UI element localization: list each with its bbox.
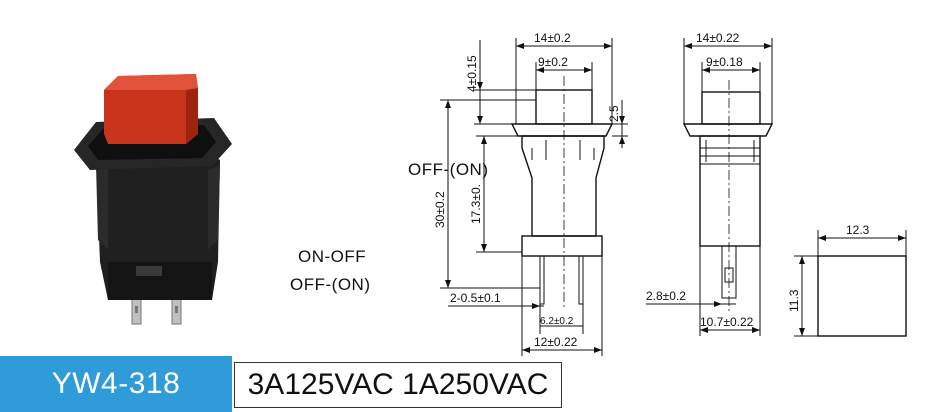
front-view-drawing: OFF-(ON) — [408, 76, 614, 310]
side-view-drawing — [682, 80, 774, 312]
switch-photo — [74, 74, 232, 325]
model-number: YW4-318 — [51, 367, 181, 400]
dim-front-base-width: 12±0.22 — [534, 335, 578, 349]
dim-front-overall-height: 30±0.2 — [433, 191, 447, 228]
mode-label-off-on: OFF-(ON) — [290, 275, 370, 294]
panel-cutout-drawing: 12.3 11.3 — [787, 223, 907, 337]
dim-cutout-height: 11.3 — [787, 289, 801, 312]
dim-side-top-width: 14±0.22 — [696, 31, 740, 45]
side-dimensions: 14±0.22 9±0.18 2.8±0.2 10.7±0.22 — [646, 31, 773, 336]
dim-side-base-width: 10.7±0.22 — [700, 315, 754, 329]
dim-front-body-height: 17.3±0. — [469, 184, 483, 224]
dim-side-terminal: 2.8±0.2 — [646, 289, 686, 303]
rating-box: 3A125VAC 1A250VAC — [234, 362, 562, 408]
dim-front-terminal: 2-0.5±0.1 — [450, 291, 501, 305]
model-banner: YW4-318 — [0, 356, 232, 412]
dim-front-button-width: 9±0.2 — [538, 55, 568, 69]
dim-cutout-width: 12.3 — [846, 223, 870, 237]
dim-side-button-width: 9±0.18 — [706, 55, 743, 69]
dim-front-pitch: 6.2±0.2 — [540, 316, 574, 327]
dim-front-flange-height: 2.5 — [607, 105, 621, 122]
dim-front-top-width: 14±0.2 — [534, 31, 571, 45]
mode-label-on-off: ON-OFF — [298, 247, 366, 266]
rating-text: 3A125VAC 1A250VAC — [247, 368, 549, 401]
front-dimensions: 14±0.2 9±0.2 4±0.15 2.5 30±0.2 — [433, 31, 628, 356]
dim-front-button-height: 4±0.15 — [465, 55, 479, 92]
